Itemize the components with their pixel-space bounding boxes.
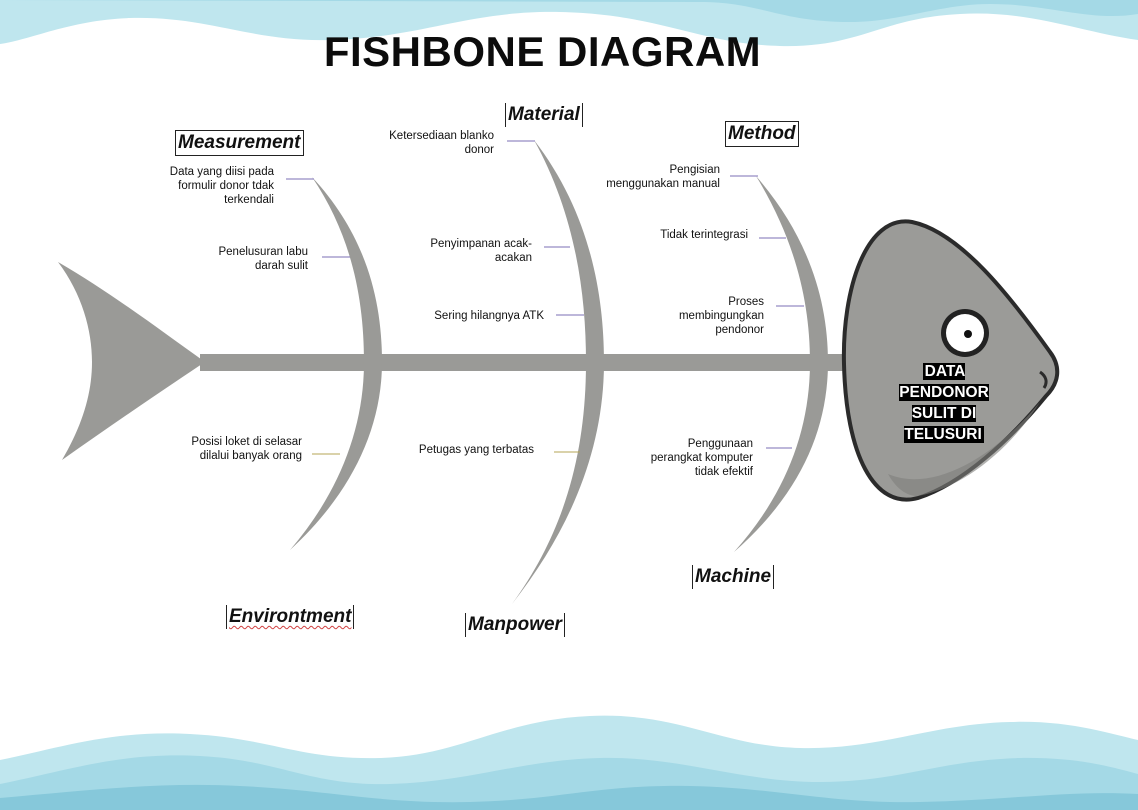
cause-machine-1: Penggunaan perangkat komputer tidak efek… — [650, 438, 753, 478]
rib-right — [734, 176, 828, 552]
cause-material-3: Sering hilangnya ATK — [434, 310, 544, 322]
category-measurement-label: Measurement — [178, 132, 301, 153]
cause-material-1: Ketersediaan blanko donor — [389, 130, 494, 156]
category-environment: Environtment — [226, 605, 355, 629]
effect-text: DATA PENDONOR SULIT DI TELUSURI — [899, 363, 989, 443]
bottom-wave-front — [0, 784, 1138, 810]
fish-head-shade — [888, 402, 1040, 496]
fish-eye-pupil — [964, 330, 972, 338]
cause-method-1: Pengisian menggunakan manual — [606, 164, 720, 190]
category-method-label: Method — [728, 123, 796, 144]
cause-method-3: Proses membingungkan pendonor — [678, 296, 764, 336]
cause-manpower-1: Petugas yang terbatas — [418, 444, 534, 456]
rib-middle — [512, 140, 604, 604]
effect-label: DATA PENDONOR SULIT DI TELUSURI — [888, 361, 1000, 445]
cause-method-2: Tidak terintegrasi — [660, 229, 748, 241]
fish-spine — [200, 354, 860, 371]
cause-material-2: Penyimpanan acak-acakan — [430, 238, 532, 264]
diagram-title: FISHBONE DIAGRAM — [323, 28, 762, 75]
category-environment-label: Environtment — [229, 606, 352, 627]
category-machine-label: Machine — [695, 566, 772, 587]
category-manpower-label: Manpower — [468, 614, 562, 635]
cause-measurement-2: Penelusuran labu darah sulit — [218, 246, 308, 272]
category-measurement: Measurement — [175, 130, 304, 156]
category-manpower: Manpower — [465, 613, 565, 637]
cause-environment-1: Posisi loket di selasar dilalui banyak o… — [191, 436, 302, 462]
fish-tail — [58, 262, 205, 460]
fish-mouth — [1039, 370, 1048, 389]
top-wave-front — [0, 0, 1138, 22]
category-machine: Machine — [692, 565, 775, 589]
rib-left — [290, 177, 382, 550]
category-method: Method — [725, 121, 799, 147]
category-material: Material — [505, 103, 583, 127]
category-material-label: Material — [508, 104, 580, 125]
cause-measurement-1: Data yang diisi pada formulir donor tdak… — [169, 166, 274, 206]
